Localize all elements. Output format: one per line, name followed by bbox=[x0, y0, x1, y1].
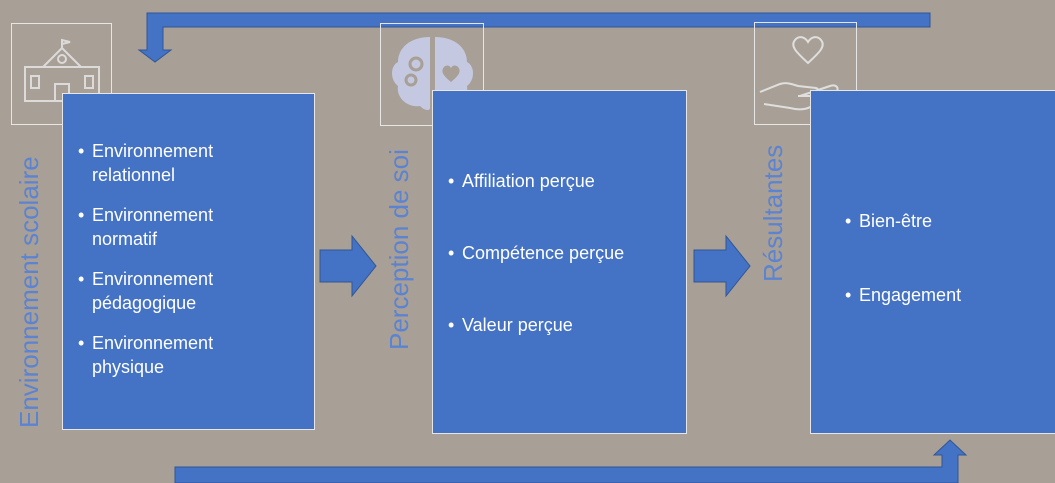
list-item: Compétence perçue bbox=[446, 241, 624, 265]
icon-frame-1 bbox=[11, 23, 112, 125]
icon-frame-3 bbox=[754, 22, 857, 125]
feedback-arrow-top bbox=[137, 12, 931, 63]
list-item: Environnement pédagogique bbox=[76, 267, 262, 315]
list-item: Bien-être bbox=[843, 209, 961, 233]
feedback-arrow-bottom bbox=[174, 439, 968, 483]
box-perception-de-soi: Affiliation perçue Compétence perçue Val… bbox=[432, 90, 687, 434]
list-item: Environnement physique bbox=[76, 331, 262, 379]
list-environnement: Environnement relationnel Environnement … bbox=[76, 139, 262, 379]
flow-arrow-1 bbox=[319, 234, 377, 298]
label-resultantes: Résultantes bbox=[758, 144, 788, 282]
box-resultantes: Bien-être Engagement bbox=[810, 90, 1055, 434]
list-item: Environnement relationnel bbox=[76, 139, 262, 187]
list-item: Valeur perçue bbox=[446, 313, 624, 337]
list-item: Engagement bbox=[843, 283, 961, 307]
list-perception: Affiliation perçue Compétence perçue Val… bbox=[446, 169, 624, 337]
list-item: Affiliation perçue bbox=[446, 169, 624, 193]
list-item: Environnement normatif bbox=[76, 203, 262, 251]
list-resultantes: Bien-être Engagement bbox=[843, 209, 961, 307]
flow-arrow-2 bbox=[693, 234, 751, 298]
box-environnement-scolaire: Environnement relationnel Environnement … bbox=[62, 93, 315, 430]
